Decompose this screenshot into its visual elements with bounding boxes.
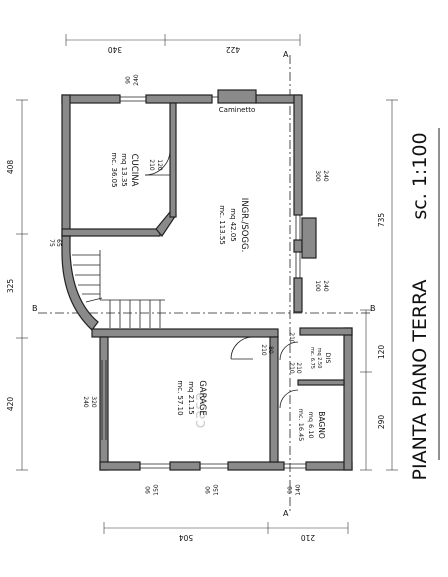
garage-door-w: 210 [260, 344, 267, 356]
dim-bottom-left: 504 [179, 533, 194, 542]
room-cucina: CUCINA mq 13.35 mc. 36.05 [110, 152, 139, 187]
room-cucina-area: mq 13.35 [120, 153, 128, 187]
garage-window-w: 320 [90, 396, 97, 408]
bottom-w1h: 150 [153, 484, 160, 496]
dim-top-right: 422 [226, 45, 241, 54]
room-bagno-area: mq 6.10 [307, 412, 315, 439]
top-window-w: 90 [125, 76, 132, 84]
dim-left-middle: 325 [6, 279, 15, 294]
dim-top-left: 340 [108, 45, 123, 54]
right-window1-h: 240 [322, 170, 329, 182]
opening-labels: 90 240 210 120 300 240 100 240 75 65 210… [48, 74, 329, 496]
right-window2-w: 100 [314, 280, 321, 292]
bottom-w3: 90 [287, 486, 294, 494]
room-dis-area: mq 2.50 [316, 348, 322, 369]
bottom-w2: 90 [205, 486, 212, 494]
right-window1-w: 300 [314, 170, 321, 182]
dim-right-middle: 120 [377, 345, 386, 360]
room-dis-volume: mc. 6.75 [309, 347, 315, 369]
room-ingresso-volume: mc. 113.55 [218, 205, 226, 245]
cucina-door-w: 210 [148, 159, 155, 171]
room-garage-volume: mc. 57.10 [176, 380, 184, 415]
right-window2-h: 240 [322, 280, 329, 292]
dim-left-upper: 408 [6, 160, 15, 175]
room-bagno: BAGNO mq 6.10 mc. 16.45 [297, 409, 326, 442]
room-dis: DIS mq 2.50 mc. 6.75 [309, 347, 332, 369]
dis-door1: 210 [288, 332, 295, 344]
room-bagno-volume: mc. 16.45 [297, 409, 305, 442]
room-ingresso-name: INGR./SOGG. [239, 198, 249, 253]
staircase [72, 250, 165, 328]
section-mark-a-top: A [283, 50, 289, 59]
garage-door-h: 80 [267, 346, 274, 354]
bottom-w2h: 150 [213, 484, 220, 496]
watermark: casa [190, 392, 209, 429]
room-ingresso: INGR./SOGG. mq 42.05 mc. 113.55 [218, 198, 249, 253]
caminetto-label: Caminetto [219, 106, 255, 114]
room-cucina-name: CUCINA [129, 154, 139, 187]
stair-w2: 65 [55, 239, 62, 247]
room-dis-name: DIS [324, 352, 332, 363]
section-axes [38, 55, 372, 512]
section-mark-a-bottom: A [283, 509, 289, 518]
room-garage: GARAGE mq 21.15 mc. 57.10 [176, 380, 207, 416]
bottom-w3h: 140 [295, 484, 302, 496]
dim-left-lower: 420 [6, 397, 15, 412]
dim-right-total: 735 [377, 213, 386, 228]
dimension-lines [16, 34, 398, 534]
bottom-w1: 90 [145, 486, 152, 494]
room-garage-name: GARAGE [197, 380, 207, 416]
top-window-h: 240 [133, 74, 140, 86]
dis-door2: 210 [288, 362, 295, 374]
dim-bottom-right: 210 [301, 533, 316, 542]
room-ingresso-area: mq 42.05 [229, 208, 237, 242]
dis-door3: 210 [295, 362, 302, 374]
plan-scale: sc. 1:100 [409, 132, 431, 219]
stair-w1: 75 [48, 239, 55, 247]
walls [61, 89, 353, 471]
dimension-texts: 340 422 504 210 408 325 420 735 120 290 [6, 45, 386, 542]
cucina-door-h: 120 [156, 159, 163, 171]
section-mark-b-right: B [370, 304, 376, 313]
plan-title: PIANTA PIANO TERRA [409, 280, 431, 481]
section-mark-b-left: B [32, 304, 38, 313]
dim-right-lower: 290 [377, 415, 386, 430]
garage-window-h: 240 [82, 396, 89, 408]
room-cucina-volume: mc. 36.05 [110, 152, 118, 187]
room-garage-area: mq 21.15 [187, 381, 195, 415]
room-bagno-name: BAGNO [317, 411, 326, 439]
windows [101, 96, 306, 469]
doors [144, 149, 299, 409]
